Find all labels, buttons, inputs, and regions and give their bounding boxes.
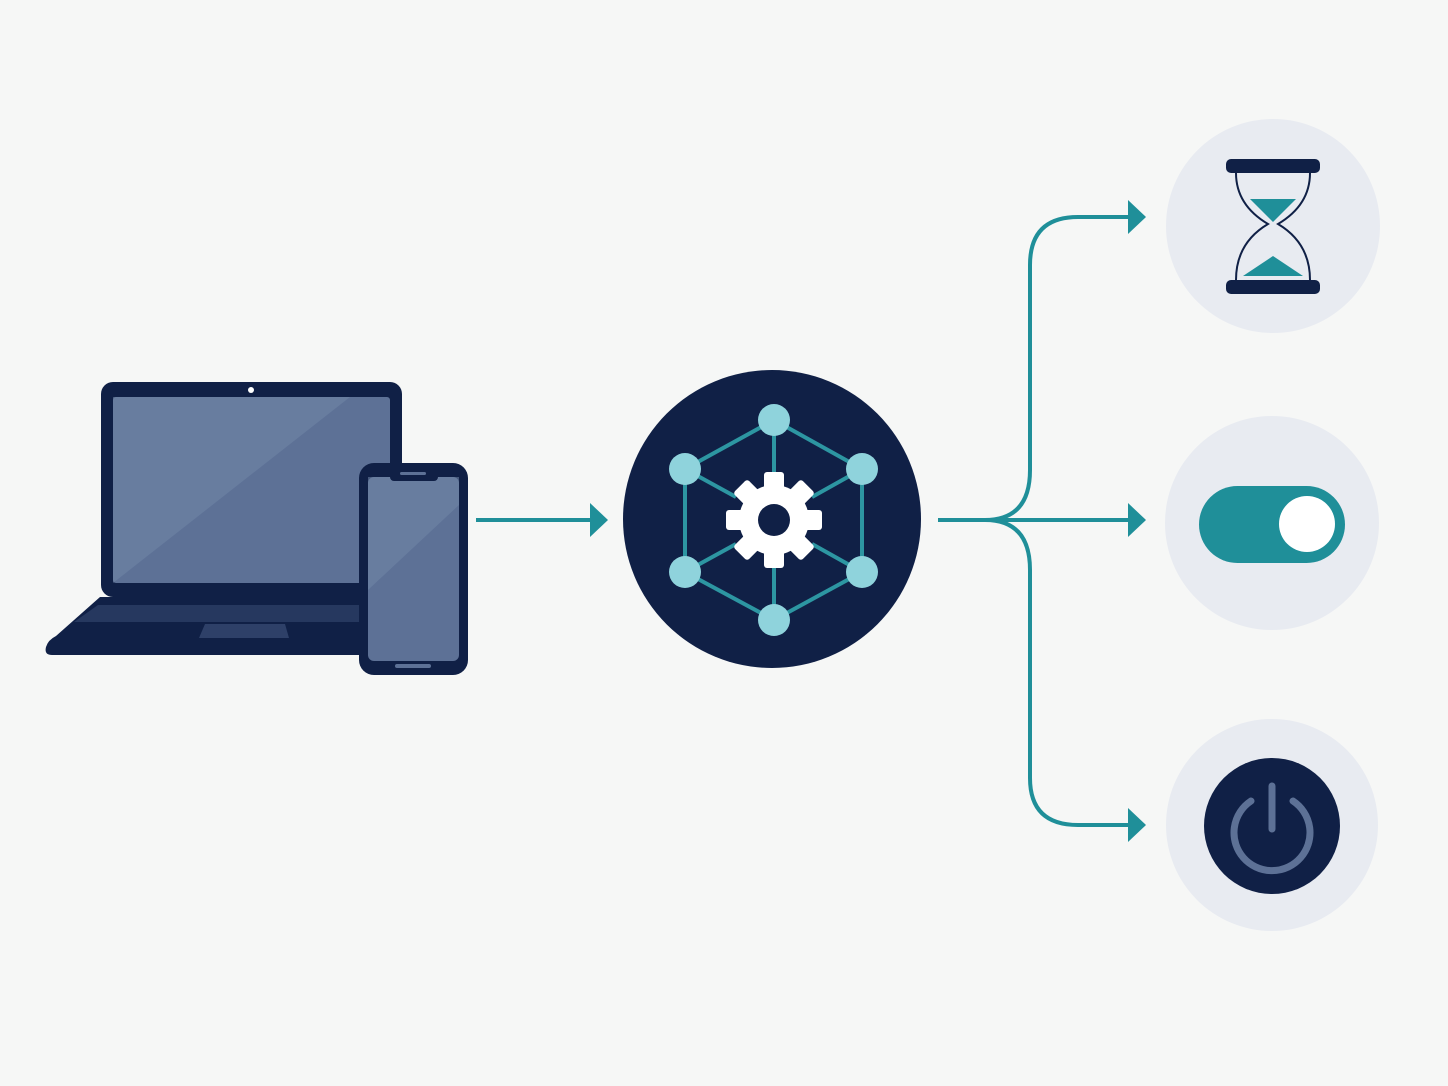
connector-hub-to-power (984, 518, 1130, 827)
network-node-dots (669, 404, 878, 636)
hub-node (623, 370, 921, 668)
connector-hub-to-timer (938, 215, 1130, 522)
gear-icon (726, 472, 822, 568)
branch-arrowheads (1128, 200, 1146, 842)
arrow-devices-to-hub (476, 503, 608, 537)
arrowhead-toggle (1128, 503, 1146, 537)
toggle-switch-icon (1199, 486, 1345, 563)
laptop-icon (45, 382, 402, 655)
arrowhead-timer (1128, 200, 1146, 234)
phone-icon (359, 463, 468, 675)
arrowhead-power (1128, 808, 1146, 842)
power-node (1166, 719, 1378, 931)
toggle-node (1165, 416, 1379, 630)
timer-node (1166, 119, 1380, 333)
power-icon (1204, 758, 1340, 894)
hourglass-icon (1226, 159, 1320, 294)
branch-connectors (938, 215, 1130, 827)
devices-node (45, 382, 468, 675)
